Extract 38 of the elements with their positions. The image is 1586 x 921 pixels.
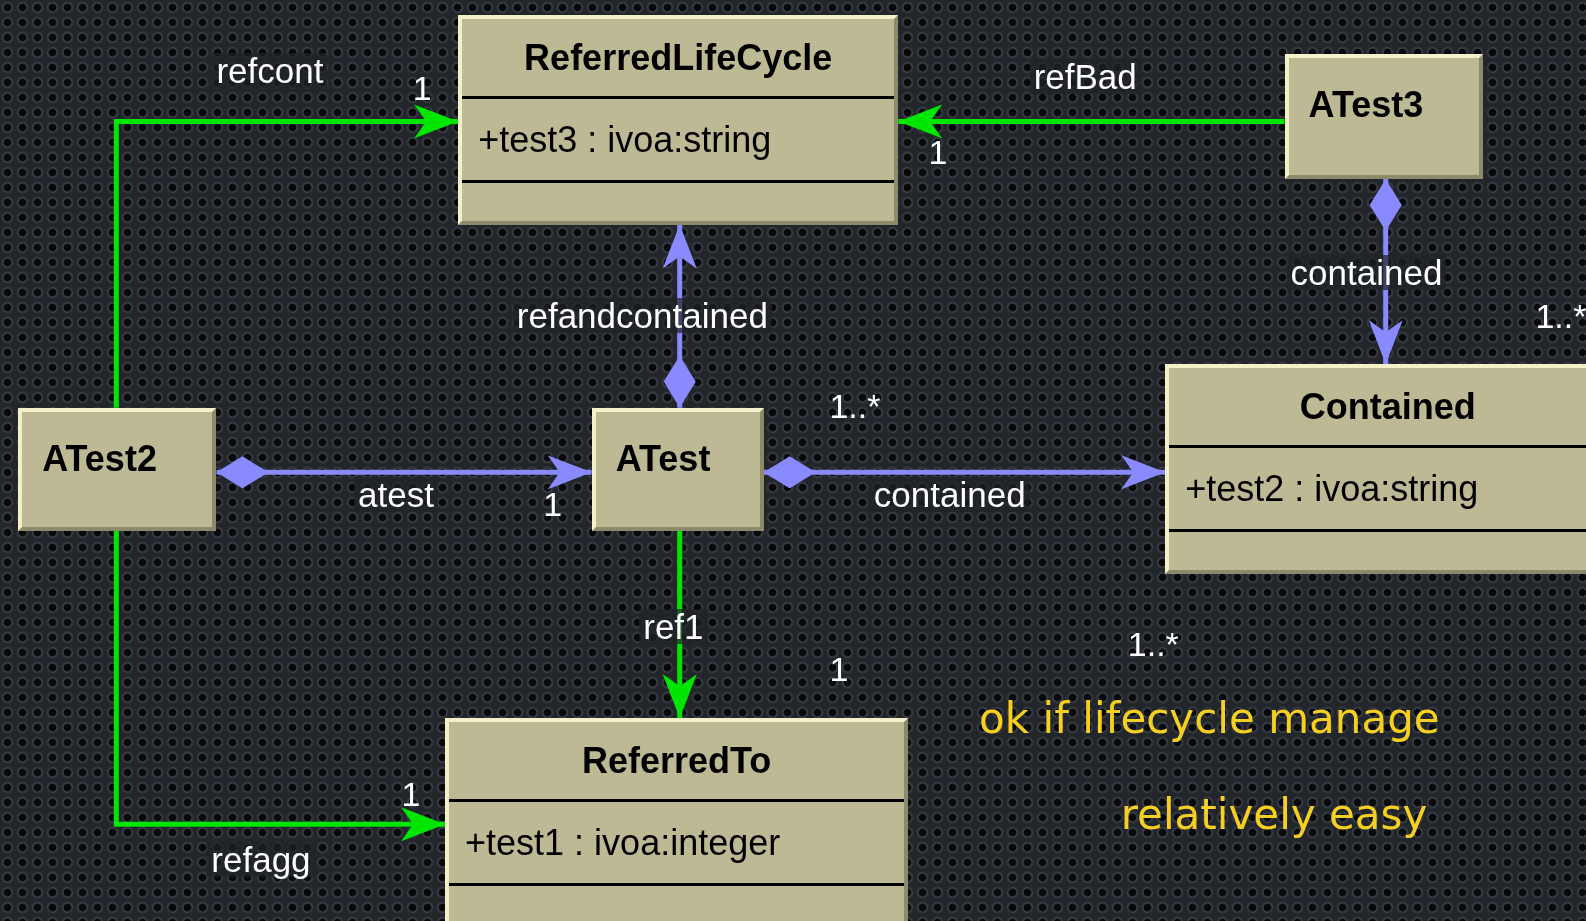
multiplicity-label: 1: [928, 134, 948, 169]
multiplicity-label: 1..*: [1127, 627, 1179, 662]
association-arrow: [113, 104, 459, 408]
multiplicity-label: 1: [412, 70, 432, 105]
class-box: [18, 407, 217, 531]
association-arrow: [763, 455, 1166, 490]
multiplicity-label: 1: [401, 776, 421, 811]
attribute-text: +test2 : ivoa:string: [1185, 466, 1479, 511]
edge-label: refandcontained: [512, 298, 772, 334]
edge-label: atest: [354, 477, 438, 513]
class-box: [458, 15, 899, 225]
multiplicity-label: 1: [543, 486, 563, 521]
edge-label: refBad: [1029, 58, 1141, 94]
class-name: ReferredLifeCycle: [524, 35, 833, 80]
attribute-text: +test3 : ivoa:string: [478, 117, 772, 162]
edge-label: ref1: [639, 608, 708, 644]
class-name: Contained: [1299, 384, 1476, 429]
class-box: [445, 718, 909, 921]
class-name: ReferredTo: [582, 738, 772, 783]
class-name: ATest: [614, 436, 712, 481]
edge-label: refcont: [212, 52, 328, 88]
note-text: ok if lifecycle manage: [979, 697, 1440, 740]
association-arrow: [113, 531, 446, 842]
class-name: ATest3: [1307, 82, 1425, 127]
multiplicity-label: 1: [829, 652, 849, 687]
association-arrow: [216, 455, 592, 490]
class-box: [591, 407, 764, 531]
class-box: [1165, 364, 1586, 574]
edge-label: contained: [1286, 254, 1447, 290]
association-arrow: [898, 104, 1285, 139]
multiplicity-label: 1..*: [829, 389, 881, 424]
multiplicity-label: 1..*: [1535, 299, 1586, 334]
attribute-text: +test1 : ivoa:integer: [465, 820, 781, 865]
note-text: relatively easy: [1120, 794, 1428, 836]
edge-label: contained: [869, 477, 1030, 513]
edge-label: refagg: [207, 841, 315, 877]
class-name: ATest2: [41, 436, 158, 481]
class-box: [1284, 53, 1483, 179]
